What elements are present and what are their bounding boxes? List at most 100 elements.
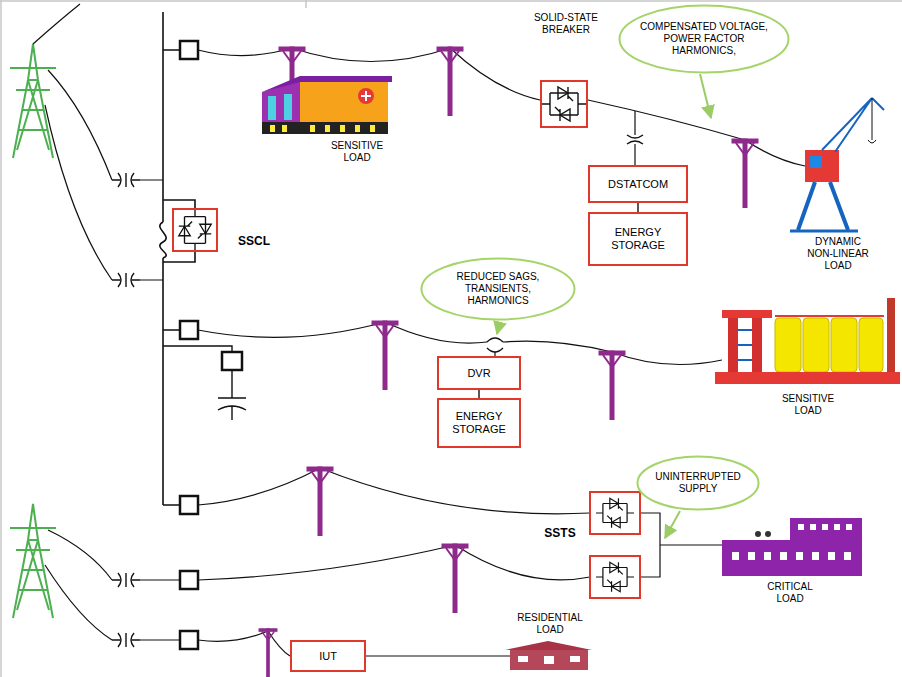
sensitive-load-building-part: [262, 122, 388, 134]
transformer-symbol: [112, 173, 140, 647]
critical-load-factory-part: [755, 531, 761, 537]
residential-house-part: [510, 650, 588, 670]
sensitive-load-building-part: [310, 125, 315, 132]
critical-load-factory-part: [722, 540, 862, 576]
sensitive-load-building: [262, 76, 392, 134]
feeder-wire-part: [198, 631, 268, 641]
residential-house: [505, 641, 592, 670]
device-label: SOLID-STATE BREAKER: [526, 12, 606, 36]
solid-state-breaker: SOLID-STATE BREAKER: [540, 80, 588, 128]
load-label: SENSITIVE LOAD: [772, 393, 844, 417]
supply-wire-part: [45, 105, 112, 280]
circuit-breaker-part: [180, 631, 198, 649]
utility-pole-part: [732, 139, 758, 208]
callout-leader-part: [700, 74, 711, 118]
feeder-wire-part: [450, 48, 540, 100]
sensitive-load-building-part: [355, 125, 360, 132]
callout-leader-part: [497, 322, 500, 334]
circuit-breaker-part: [180, 571, 198, 589]
device-box: DSTATCOM: [588, 165, 688, 203]
node-text: DVR: [467, 367, 490, 380]
critical-load-factory-part: [828, 552, 835, 560]
supply-wire-part: [33, 4, 80, 44]
industrial-plant-part: [752, 318, 762, 372]
critical-load-factory-part: [844, 552, 851, 560]
ellipse-outline: [422, 259, 575, 320]
busbar-part: [162, 12, 164, 222]
feeder-wire-part: [503, 341, 612, 352]
crane-part: [798, 182, 848, 230]
callout-ellipse: UNINTERRUPTED SUPPLY: [636, 455, 760, 511]
sensitive-load-building-part: [361, 91, 371, 101]
residential-house-part: [518, 656, 580, 664]
transformer-symbol-part: [112, 633, 140, 647]
connector-wire: [637, 203, 638, 212]
industrial-plant-part: [722, 310, 772, 318]
feeder-wire-part: [588, 100, 745, 140]
feeder-wire-part: [198, 545, 455, 580]
sensitive-load-building-part: [370, 125, 375, 132]
circuit-breaker-part: [180, 496, 198, 514]
circuit-breaker-part: [180, 41, 198, 59]
ellipse-outline: [620, 6, 789, 73]
busbar-part: [160, 222, 166, 258]
utility-pole-part: [372, 321, 398, 390]
ellipse-outline: [638, 457, 759, 510]
industrial-plant-part: [775, 318, 883, 372]
circuit-breaker-part: [222, 352, 242, 370]
node-text: ENERGY STORAGE: [607, 226, 669, 252]
feeder-wire-part: [385, 322, 487, 343]
feeder-wire-part: [366, 655, 510, 656]
sensitive-load-building-part: [358, 88, 374, 104]
sensitive-load-building-part: [270, 125, 275, 132]
thyristor-symbol-part: [179, 209, 211, 251]
node-text: UNINTERRUPTED SUPPLY: [650, 471, 746, 495]
capacitor-bank-part: [163, 346, 246, 420]
crane-part: [822, 98, 884, 152]
device-label: SSCL: [238, 234, 288, 248]
supply-wire-part: [48, 70, 112, 180]
feeder-wire-part: [612, 352, 722, 365]
busbar-part: [162, 258, 164, 505]
residential-house-part: [570, 656, 580, 662]
current-limiter: SSCL: [172, 208, 218, 252]
device-label: SSTS: [536, 526, 584, 540]
transmission-tower-part: [10, 504, 56, 618]
transformer-symbol-part: [112, 173, 140, 187]
industrial-plant-part: [859, 318, 883, 372]
load-label: SENSITIVE LOAD: [322, 140, 392, 164]
critical-load-factory-part: [732, 524, 852, 560]
critical-load-factory-part: [810, 524, 816, 530]
static-transfer-switch-part: [590, 492, 640, 534]
static-transfer-switch-part: [590, 556, 640, 598]
circuit-breaker: [180, 41, 242, 649]
industrial-plant-part: [803, 318, 829, 372]
callout-leader-part: [665, 511, 680, 538]
transmission-tower-part: [10, 44, 56, 158]
crane-part: [790, 230, 858, 233]
sensitive-load-building-part: [282, 125, 287, 132]
capacitor-bank: [163, 346, 246, 420]
node-text: COMPENSATED VOLTAGE, POWER FACTOR HARMON…: [639, 21, 769, 57]
critical-load-factory-part: [796, 552, 803, 560]
industrial-plant-part: [715, 372, 900, 384]
supply-wire-part: [140, 180, 163, 280]
utility-pole-part: [599, 351, 625, 420]
busbar-part: [163, 50, 180, 505]
critical-load-factory-part: [812, 552, 819, 560]
crane-part: [805, 150, 839, 182]
utility-pole-part: [259, 629, 277, 677]
transformer-symbol-part: [112, 573, 140, 587]
thyristor-symbol-part: [596, 498, 634, 527]
feeder-wire-part: [198, 322, 385, 337]
residential-house-part: [505, 641, 592, 650]
storage-box: ENERGY STORAGE: [437, 398, 521, 448]
utility-pole-part: [437, 47, 463, 116]
crane: [790, 98, 884, 231]
utility-pole-part: [442, 544, 468, 613]
device-box: IUT: [290, 640, 366, 672]
